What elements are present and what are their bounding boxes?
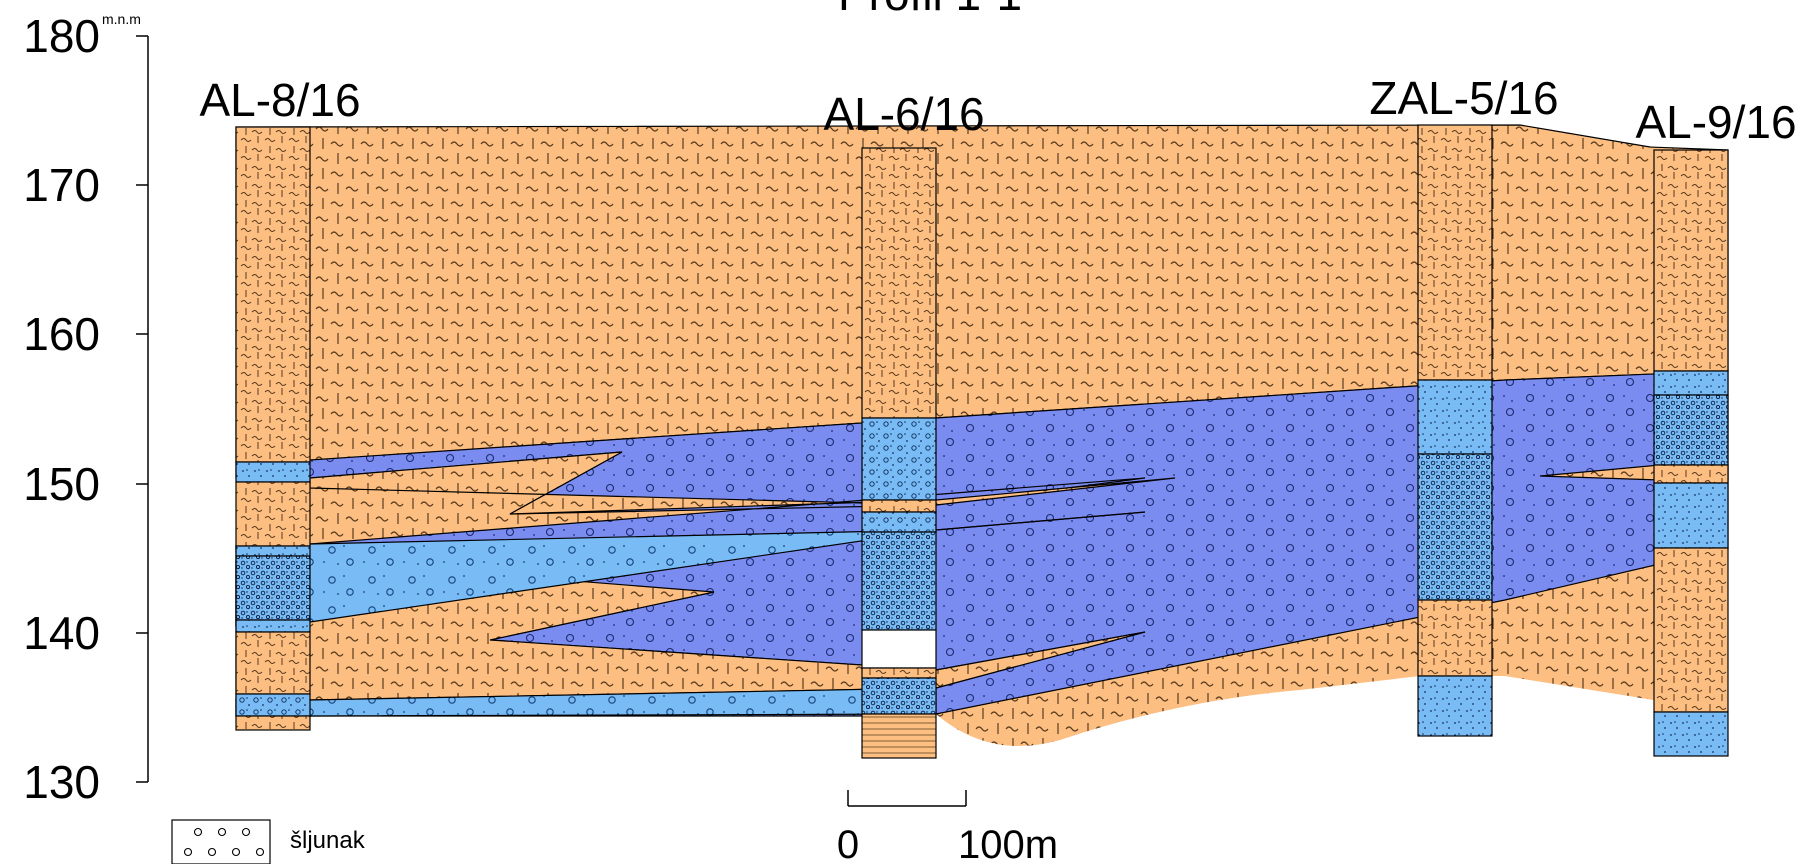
scale-bar-start-label: 0 [837,823,859,864]
borehole-zal5-column[interactable] [1417,124,1493,737]
tick-label-180: 180 [23,10,100,62]
borehole-label-zal5: ZAL-5/16 [1369,72,1558,124]
borehole-label-al8: AL-8/16 [199,74,360,126]
tick-label-150: 150 [23,458,100,510]
borehole-label-al6: AL-6/16 [823,88,984,140]
tick-label-140: 140 [23,607,100,659]
borehole-al6-column[interactable] [861,147,937,759]
legend: šljunak [171,819,366,864]
legend-swatch-gravel [171,819,271,864]
silt-tongue-1 [309,451,1176,515]
tick-label-160: 160 [23,308,100,360]
borehole-label-al9: AL-9/16 [1635,96,1796,148]
legend-label-gravel: šljunak [290,827,366,854]
elevation-axis: 180 170 160 150 140 130 m.n.m [23,10,149,808]
scale-bar-end-label: 100m [958,823,1058,864]
borehole-al8-column[interactable] [235,126,311,731]
borehole-al9-column[interactable] [1653,149,1729,757]
layer-silt-lower [936,500,1728,747]
axis-unit-label: m.n.m [102,11,141,27]
scale-bar: 0 100m [837,790,1058,864]
section-title: Profil 1-1 [838,0,1022,20]
tick-label-130: 130 [23,756,100,808]
tick-label-170: 170 [23,159,100,211]
